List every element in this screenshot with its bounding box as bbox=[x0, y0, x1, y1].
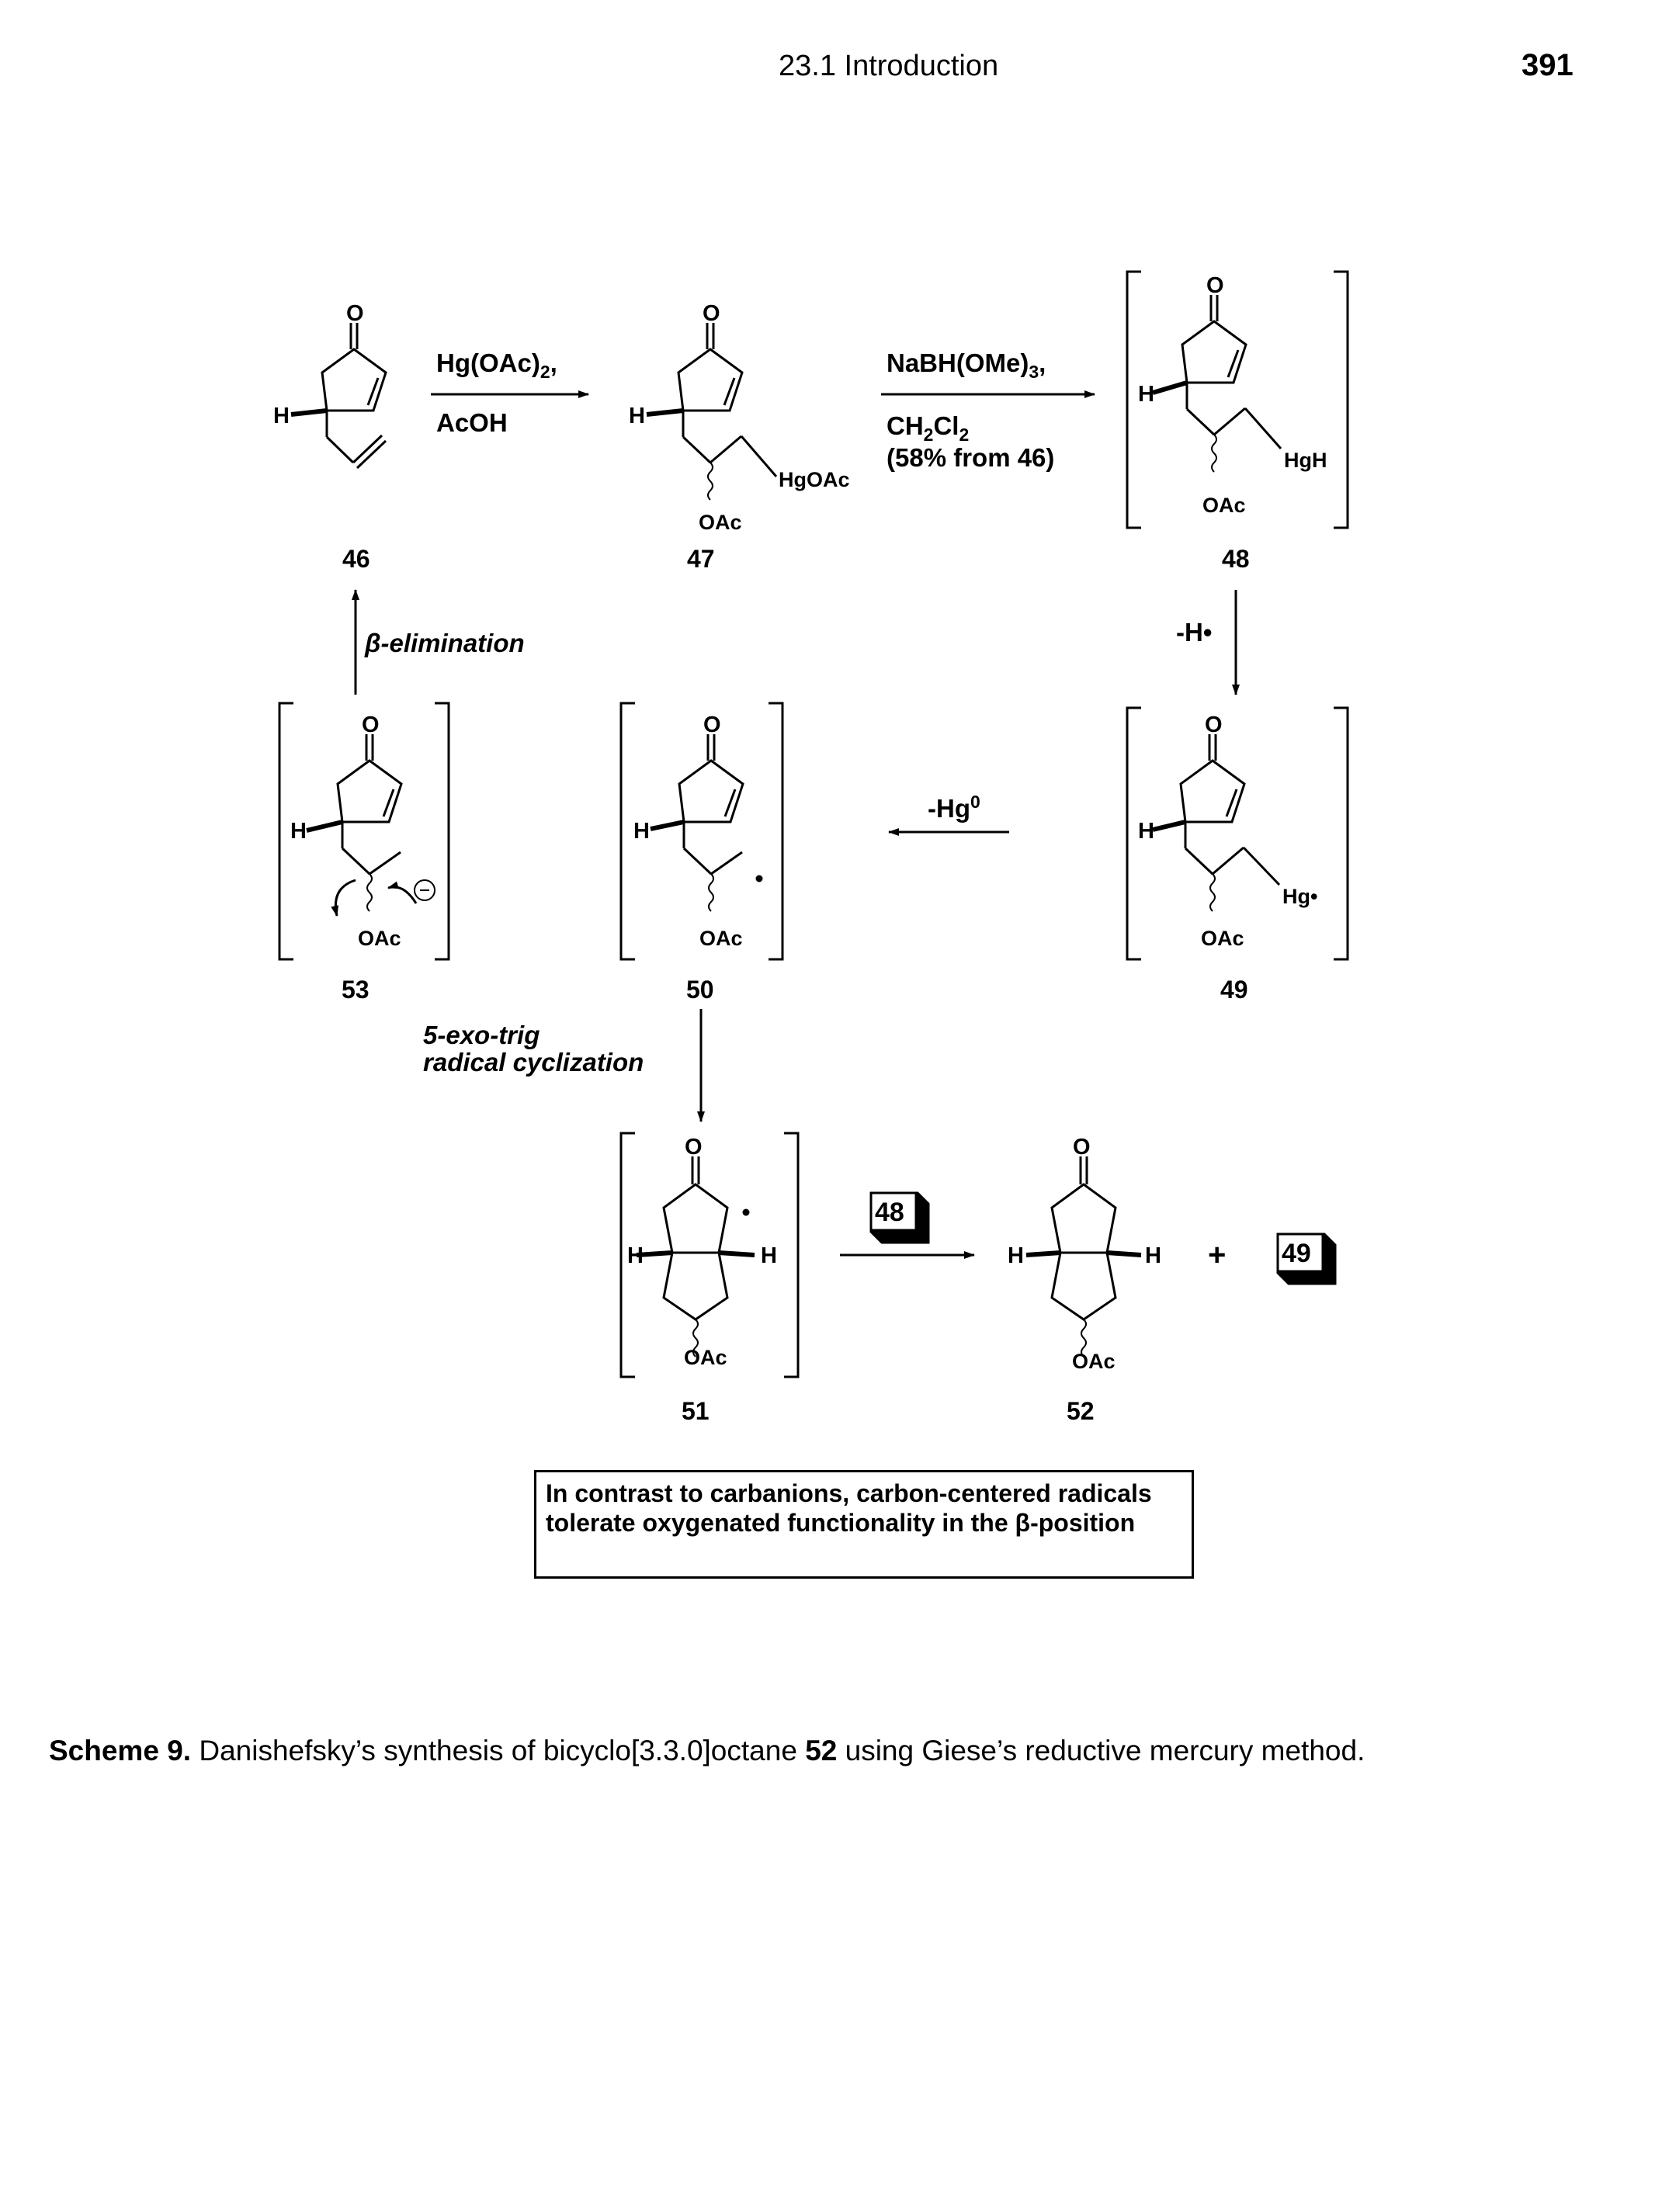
reagent-acoh: AcOH bbox=[436, 408, 508, 437]
compound-number: 50 bbox=[686, 976, 714, 1004]
boxed-ref-48-label: 48 bbox=[875, 1198, 904, 1227]
label-oac: OAc bbox=[699, 511, 742, 534]
step-cyclization-2: radical cyclization bbox=[423, 1048, 644, 1077]
atom-o: O bbox=[346, 301, 364, 326]
atom-h: H bbox=[761, 1243, 777, 1268]
step-h-loss: -H• bbox=[1176, 618, 1212, 647]
structure-49 bbox=[1126, 706, 1349, 961]
structure-51 bbox=[619, 1132, 800, 1378]
atom-o: O bbox=[1073, 1135, 1091, 1160]
atom-h: H bbox=[290, 819, 307, 844]
structure-47 bbox=[646, 323, 778, 501]
compound-number: 53 bbox=[342, 976, 370, 1004]
atom-h: H bbox=[273, 404, 290, 428]
compound-number: 51 bbox=[682, 1397, 710, 1425]
structure-53 bbox=[278, 702, 450, 961]
atom-o: O bbox=[685, 1135, 703, 1160]
reagent-hgoac2: Hg(OAc)2, bbox=[436, 348, 557, 382]
structure-52 bbox=[1025, 1156, 1142, 1357]
atom-h: H bbox=[1138, 819, 1154, 844]
compound-number: 48 bbox=[1222, 545, 1250, 573]
reagent-ch2cl2: CH2Cl2 bbox=[887, 411, 969, 445]
running-header: 23.1 Introduction bbox=[779, 50, 999, 82]
atom-h: H bbox=[633, 819, 650, 844]
boxed-ref-48 bbox=[869, 1191, 930, 1244]
compound-number: 46 bbox=[342, 545, 370, 573]
atom-h: H bbox=[629, 404, 645, 428]
compound-number: 47 bbox=[687, 545, 715, 573]
atom-h: H bbox=[1138, 382, 1154, 407]
caption-compound: 52 bbox=[805, 1735, 838, 1766]
figure-caption: Scheme 9. Danishefsky’s synthesis of bic… bbox=[49, 1735, 1365, 1767]
radical-dot bbox=[755, 875, 763, 882]
structure-48 bbox=[1126, 270, 1349, 529]
radical-dot bbox=[742, 1208, 750, 1216]
label-oac: OAc bbox=[699, 927, 743, 950]
boxed-ref-49-label: 49 bbox=[1282, 1239, 1311, 1268]
atom-h: H bbox=[1008, 1243, 1024, 1268]
step-beta-elimination: β-elimination bbox=[364, 629, 525, 657]
label-oac: OAc bbox=[1201, 927, 1244, 950]
plus-sign: + bbox=[1208, 1238, 1226, 1272]
compound-number: 49 bbox=[1220, 976, 1248, 1004]
atom-o: O bbox=[1205, 712, 1223, 737]
label-oac: OAc bbox=[684, 1346, 727, 1369]
caption-text: using Giese’s reductive mercury method. bbox=[837, 1735, 1365, 1766]
atom-o: O bbox=[1206, 273, 1224, 298]
label-hg-radical: Hg• bbox=[1282, 885, 1317, 908]
atom-o: O bbox=[703, 301, 720, 326]
structure-46 bbox=[290, 323, 387, 470]
label-hgoac: HgOAc bbox=[779, 468, 850, 491]
caption-text: Danishefsky’s synthesis of bicyclo[3.3.0… bbox=[191, 1735, 806, 1766]
label-oac: OAc bbox=[358, 927, 401, 950]
reagent-yield: (58% from 46) bbox=[887, 443, 1054, 472]
label-oac: OAc bbox=[1202, 494, 1246, 517]
atom-o: O bbox=[362, 712, 380, 737]
reagent-nabh-ome3: NaBH(OMe)3, bbox=[887, 348, 1046, 382]
step-hg-loss: -Hg0 bbox=[928, 792, 980, 823]
caption-label: Scheme 9. bbox=[49, 1735, 192, 1766]
compound-number: 52 bbox=[1067, 1397, 1095, 1425]
atom-o: O bbox=[703, 712, 721, 737]
label-oac: OAc bbox=[1072, 1350, 1116, 1373]
page-number: 391 bbox=[1522, 48, 1574, 82]
note-box: In contrast to carbanions, carbon-center… bbox=[534, 1470, 1194, 1579]
boxed-ref-49 bbox=[1276, 1233, 1337, 1285]
atom-h: H bbox=[1145, 1243, 1161, 1268]
label-hgh: HgH bbox=[1284, 449, 1327, 472]
step-cyclization-1: 5-exo-trig bbox=[423, 1021, 540, 1049]
structure-50 bbox=[619, 702, 784, 961]
atom-h: H bbox=[627, 1243, 644, 1268]
